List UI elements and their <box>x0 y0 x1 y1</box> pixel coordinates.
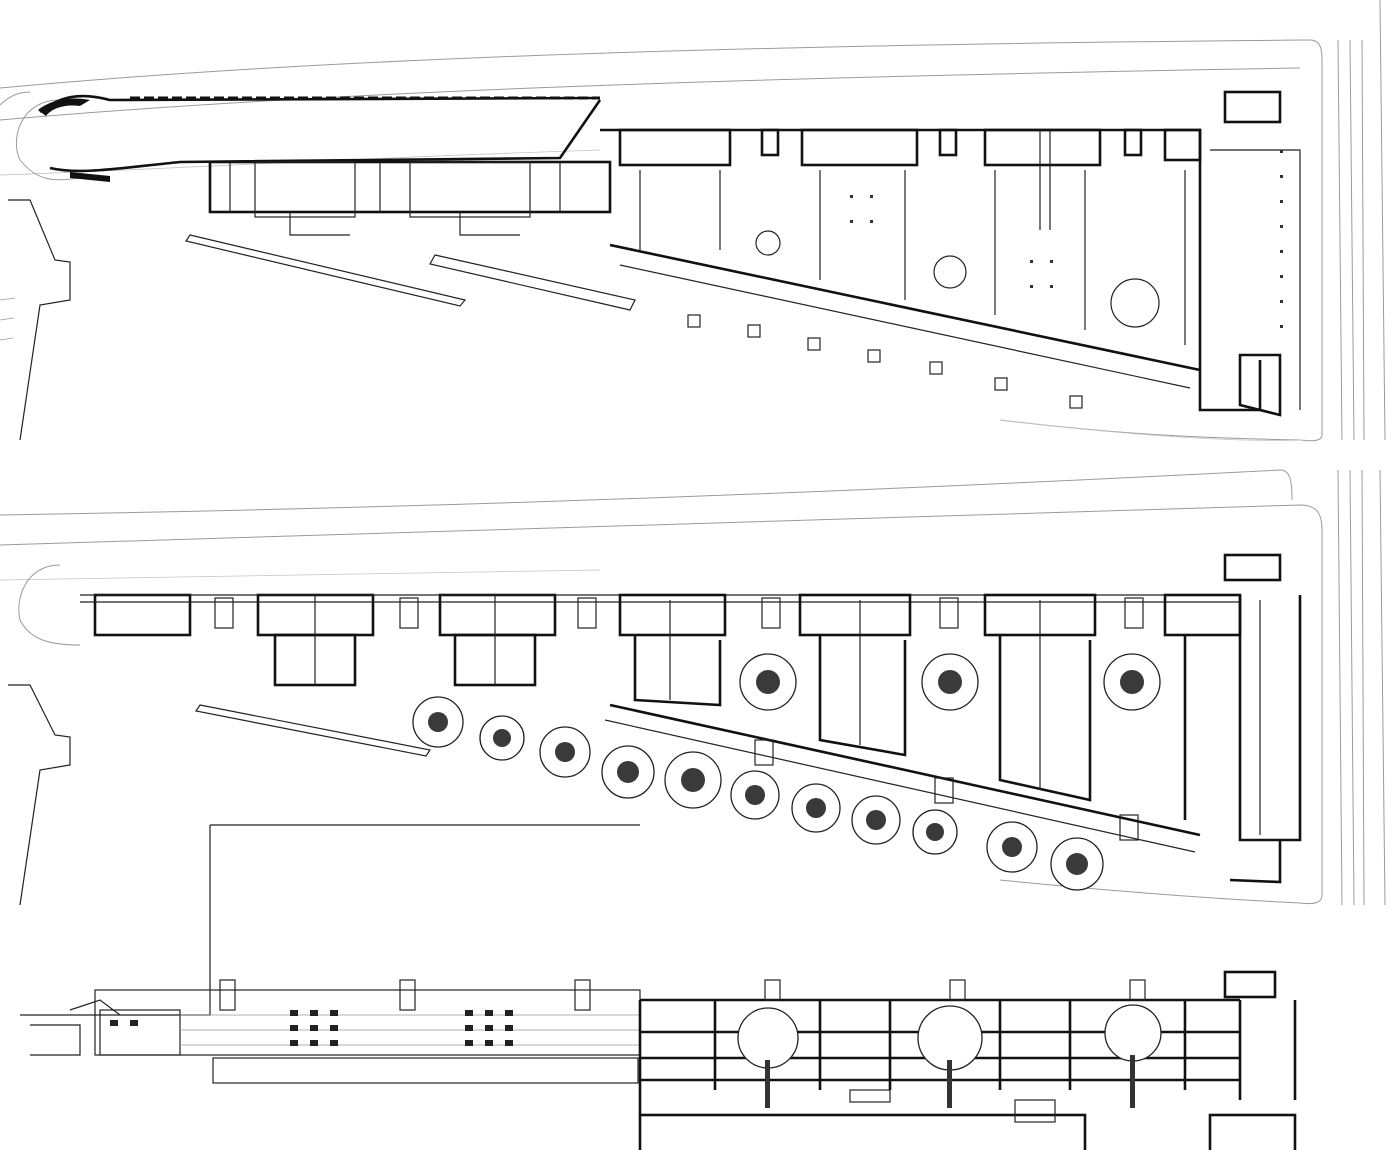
tree-icon <box>921 653 979 711</box>
window-grid <box>110 1010 513 1046</box>
tree-icon <box>791 783 841 833</box>
site-roads-upper <box>0 469 1386 906</box>
tree-icon <box>851 795 901 845</box>
tree-icon <box>479 715 525 761</box>
site-roads <box>0 0 1386 442</box>
tree-icon <box>917 1005 983 1108</box>
tree-icon <box>739 653 797 711</box>
tree-icon <box>986 821 1038 873</box>
tree-icon <box>539 726 591 778</box>
building-east-wing <box>600 90 1301 417</box>
tree-icon <box>601 745 655 799</box>
tree-icon <box>412 696 464 748</box>
upper-west-units <box>80 593 1240 687</box>
upper-east-units <box>604 553 1302 884</box>
tree-group-upper <box>412 653 1161 891</box>
west-elevation <box>94 979 641 1084</box>
tree-icon <box>912 809 958 855</box>
ground-floor-plan <box>0 0 1386 442</box>
deck-walkway <box>38 94 602 182</box>
tree-group-section <box>737 1004 1162 1108</box>
pergola-lines <box>185 234 1083 409</box>
tree-icon <box>664 751 722 809</box>
tree-icon <box>730 770 780 820</box>
tree-icon <box>1050 837 1104 891</box>
building-west-wing <box>208 160 612 236</box>
column-grid <box>850 150 1283 328</box>
upper-floor-plan <box>0 469 1386 906</box>
long-section-elevation <box>20 824 1297 1150</box>
tree-icon <box>1104 1004 1162 1108</box>
tree-icon <box>737 1007 799 1108</box>
tree-icon <box>1103 653 1161 711</box>
